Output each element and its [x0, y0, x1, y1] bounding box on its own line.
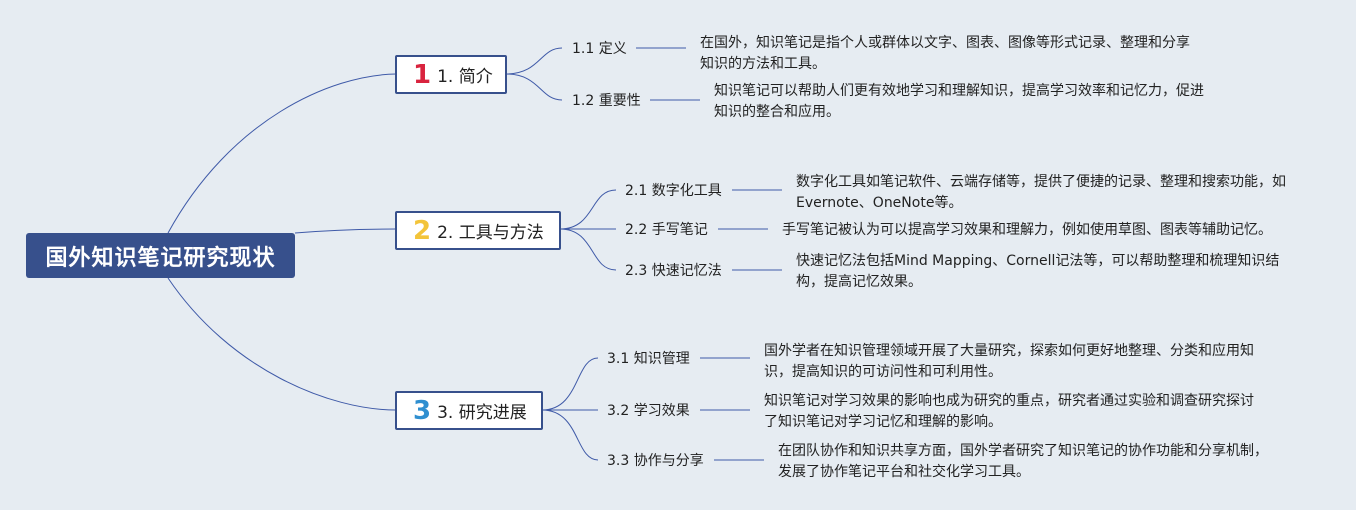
subtopic-label: 2.3 快速记忆法	[625, 263, 722, 279]
subtopic-digital-tools[interactable]: 2.1 数字化工具	[625, 182, 722, 200]
subtopic-label: 3.3 协作与分享	[607, 453, 704, 469]
branch-research-progress[interactable]: 3 3. 研究进展	[395, 391, 543, 430]
subtopic-label: 2.1 数字化工具	[625, 183, 722, 199]
number-1-icon: 1	[413, 59, 432, 90]
subtopic-importance[interactable]: 1.2 重要性	[572, 92, 641, 110]
branch-label: 1. 简介	[437, 67, 493, 87]
branch-label: 2. 工具与方法	[437, 223, 544, 243]
detail-knowledge-management[interactable]: 国外学者在知识管理领域开展了大量研究，探索如何更好地整理、分类和应用知识，提高知…	[764, 341, 1258, 383]
subtopic-knowledge-management[interactable]: 3.1 知识管理	[607, 350, 690, 368]
subtopic-label: 3.1 知识管理	[607, 351, 690, 367]
number-3-icon: 3	[413, 395, 432, 426]
detail-definition[interactable]: 在国外，知识笔记是指个人或群体以文字、图表、图像等形式记录、整理和分享知识的方法…	[700, 33, 1192, 75]
root-title: 国外知识笔记研究现状	[45, 245, 276, 271]
branch-label: 3. 研究进展	[437, 403, 527, 423]
branch-introduction[interactable]: 1 1. 简介	[395, 55, 507, 94]
subtopic-fast-memory[interactable]: 2.3 快速记忆法	[625, 262, 722, 280]
detail-text: 在国外，知识笔记是指个人或群体以文字、图表、图像等形式记录、整理和分享知识的方法…	[700, 35, 1190, 72]
detail-learning-effect[interactable]: 知识笔记对学习效果的影响也成为研究的重点，研究者通过实验和调查研究探讨了知识笔记…	[764, 391, 1258, 433]
detail-text: 国外学者在知识管理领域开展了大量研究，探索如何更好地整理、分类和应用知识，提高知…	[764, 343, 1254, 380]
detail-importance[interactable]: 知识笔记可以帮助人们更有效地学习和理解知识，提高学习效率和记忆力，促进知识的整合…	[714, 81, 1208, 123]
number-2-icon: 2	[413, 215, 432, 246]
detail-text: 知识笔记可以帮助人们更有效地学习和理解知识，提高学习效率和记忆力，促进知识的整合…	[714, 83, 1204, 120]
branch-tools-methods[interactable]: 2 2. 工具与方法	[395, 211, 561, 250]
subtopic-collaboration-sharing[interactable]: 3.3 协作与分享	[607, 452, 704, 470]
detail-collaboration-sharing[interactable]: 在团队协作和知识共享方面，国外学者研究了知识笔记的协作功能和分享机制，发展了协作…	[778, 441, 1274, 483]
subtopic-handwritten-notes[interactable]: 2.2 手写笔记	[625, 221, 708, 239]
detail-fast-memory[interactable]: 快速记忆法包括Mind Mapping、Cornell记法等，可以帮助整理和梳理…	[796, 251, 1290, 293]
detail-handwritten-notes[interactable]: 手写笔记被认为可以提高学习效果和理解力，例如使用草图、图表等辅助记忆。	[782, 220, 1282, 241]
subtopic-label: 1.1 定义	[572, 41, 627, 57]
detail-text: 手写笔记被认为可以提高学习效果和理解力，例如使用草图、图表等辅助记忆。	[782, 222, 1272, 238]
subtopic-label: 2.2 手写笔记	[625, 222, 708, 238]
subtopic-learning-effect[interactable]: 3.2 学习效果	[607, 402, 690, 420]
detail-text: 快速记忆法包括Mind Mapping、Cornell记法等，可以帮助整理和梳理…	[796, 253, 1280, 290]
subtopic-label: 1.2 重要性	[572, 93, 641, 109]
root-topic[interactable]: 国外知识笔记研究现状	[26, 233, 295, 278]
detail-text: 知识笔记对学习效果的影响也成为研究的重点，研究者通过实验和调查研究探讨了知识笔记…	[764, 393, 1254, 430]
detail-text: 在团队协作和知识共享方面，国外学者研究了知识笔记的协作功能和分享机制，发展了协作…	[778, 443, 1268, 480]
detail-digital-tools[interactable]: 数字化工具如笔记软件、云端存储等，提供了便捷的记录、整理和搜索功能，如Evern…	[796, 172, 1290, 214]
subtopic-label: 3.2 学习效果	[607, 403, 690, 419]
detail-text: 数字化工具如笔记软件、云端存储等，提供了便捷的记录、整理和搜索功能，如Evern…	[796, 174, 1286, 211]
subtopic-definition[interactable]: 1.1 定义	[572, 40, 627, 58]
